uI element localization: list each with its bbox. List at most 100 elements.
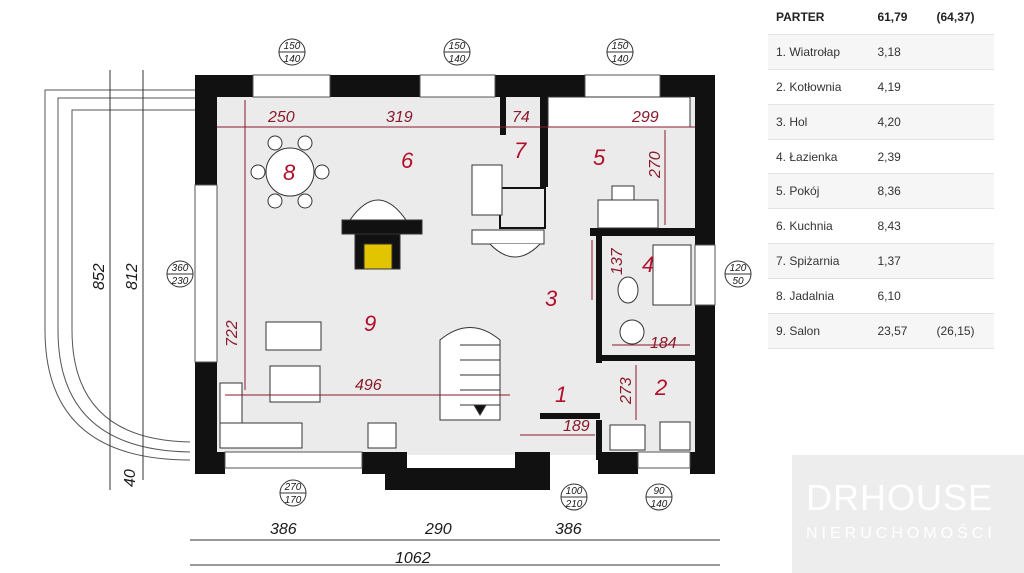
table-cell — [928, 173, 994, 210]
room-label: 1 — [555, 382, 567, 407]
table-cell: 61,79 — [869, 0, 929, 35]
room-label: 4 — [642, 252, 654, 277]
table-row: 9. Salon 23,57 (26,15) — [768, 313, 994, 349]
table-cell — [928, 69, 994, 105]
dimension-label: 722 — [224, 320, 241, 347]
table-cell: 3,18 — [869, 34, 929, 70]
table-row: 8. Jadalnia 6,10 — [768, 278, 994, 315]
table-row: 6. Kuchnia 8,43 — [768, 208, 994, 245]
svg-text:210: 210 — [565, 499, 583, 510]
table-cell: 2. Kotłownia — [768, 69, 870, 105]
svg-text:140: 140 — [651, 499, 668, 510]
table-cell: 5. Pokój — [768, 173, 870, 210]
window-tag: 360 230 — [166, 260, 194, 288]
windows — [194, 74, 716, 469]
table-cell: 2,39 — [869, 139, 929, 175]
window-tag: 100 210 — [560, 483, 588, 511]
table-cell: 8,43 — [869, 208, 929, 245]
outer-dimension-lines — [109, 70, 720, 566]
table-cell — [928, 34, 994, 70]
room-label: 9 — [364, 311, 376, 336]
table-row: 7. Spiżarnia 1,37 — [768, 243, 994, 280]
room-label: 8 — [283, 160, 296, 185]
table-row: 2. Kotłownia 4,19 — [768, 69, 994, 105]
outer-dimension-label: 812 — [124, 263, 141, 290]
room-label: 5 — [593, 145, 606, 170]
svg-text:140: 140 — [449, 54, 466, 65]
furniture — [219, 96, 692, 451]
table-cell: 1. Wiatrołap — [768, 34, 870, 70]
table-cell — [928, 243, 994, 280]
table-cell: PARTER — [768, 0, 870, 35]
window-tag: 120 50 — [724, 260, 752, 288]
walls — [195, 75, 715, 490]
svg-text:90: 90 — [653, 486, 665, 497]
outer-dimension-label: 386 — [555, 521, 582, 538]
table-cell: 6,10 — [869, 278, 929, 315]
outer-dimension-label: 290 — [424, 521, 452, 538]
table-cell: 3. Hol — [768, 104, 870, 140]
svg-text:140: 140 — [612, 54, 629, 65]
table-row: 1. Wiatrołap 3,18 — [768, 34, 994, 70]
outer-dimension-label: 386 — [270, 521, 297, 538]
window-tag: 150 140 — [606, 38, 634, 66]
dimension-label: 250 — [267, 109, 295, 126]
table-cell: 6. Kuchnia — [768, 208, 870, 245]
svg-text:230: 230 — [171, 276, 189, 287]
dimension-label: 184 — [650, 335, 677, 352]
svg-text:150: 150 — [449, 41, 466, 52]
stairs — [460, 344, 500, 416]
dimension-label: 319 — [386, 109, 413, 126]
table-cell: (64,37) — [928, 0, 994, 35]
window-tag: 90 140 — [645, 483, 673, 511]
table-header-row: PARTER 61,79 (64,37) — [768, 0, 994, 35]
table-cell: (26,15) — [928, 313, 994, 349]
outer-dimension-label: 40 — [122, 469, 139, 487]
dimension-label: 299 — [631, 109, 659, 126]
room-label: 2 — [654, 375, 667, 400]
svg-text:140: 140 — [284, 54, 301, 65]
watermark-logo: DRHOUSE NIERUCHOMOŚCI — [792, 455, 1024, 573]
table-cell: 7. Spiżarnia — [768, 243, 870, 280]
svg-text:360: 360 — [172, 263, 189, 274]
room-label: 6 — [401, 148, 414, 173]
svg-text:150: 150 — [284, 41, 301, 52]
dimension-label: 74 — [512, 109, 530, 126]
dimension-label: 273 — [618, 377, 635, 405]
table-cell: 4,20 — [869, 104, 929, 140]
room-label: 3 — [545, 286, 558, 311]
table-cell — [928, 104, 994, 140]
logo-sub-text: NIERUCHOMOŚCI — [806, 525, 996, 542]
window-tag: 150 140 — [443, 38, 471, 66]
table-cell: 23,57 — [869, 313, 929, 349]
svg-text:120: 120 — [730, 263, 747, 274]
logo-main-text: DRHOUSE — [806, 477, 994, 518]
table-row: 3. Hol 4,20 — [768, 104, 994, 140]
table-cell: 9. Salon — [768, 313, 870, 349]
table-cell: 4. Łazienka — [768, 139, 870, 175]
outer-dimension-label: 852 — [91, 263, 108, 290]
dimension-lines — [217, 100, 695, 436]
svg-text:170: 170 — [285, 495, 302, 506]
floor-plan: 1 2 3 4 5 6 7 8 9 250 319 74 299 270 137… — [44, 38, 752, 567]
terrace-outline — [44, 89, 195, 461]
room-label: 7 — [514, 138, 527, 163]
svg-text:270: 270 — [284, 482, 302, 493]
dimension-label: 496 — [355, 377, 382, 394]
svg-text:100: 100 — [566, 486, 583, 497]
table-cell — [928, 278, 994, 315]
table-cell: 8. Jadalnia — [768, 278, 870, 315]
table-cell: 8,36 — [869, 173, 929, 210]
table-cell: 4,19 — [869, 69, 929, 105]
svg-text:150: 150 — [612, 41, 629, 52]
window-tag: 150 140 — [278, 38, 306, 66]
room-area-table: PARTER 61,79 (64,37) 1. Wiatrołap 3,18 2… — [768, 0, 994, 349]
dimension-label: 137 — [609, 247, 626, 275]
window-tag: 270 170 — [279, 479, 307, 507]
table-cell — [928, 139, 994, 175]
dimension-label: 270 — [647, 151, 664, 179]
table-cell: 1,37 — [869, 243, 929, 280]
table-row: 4. Łazienka 2,39 — [768, 139, 994, 175]
outer-dimension-label: 1062 — [395, 550, 431, 567]
dimension-label: 189 — [563, 418, 590, 435]
